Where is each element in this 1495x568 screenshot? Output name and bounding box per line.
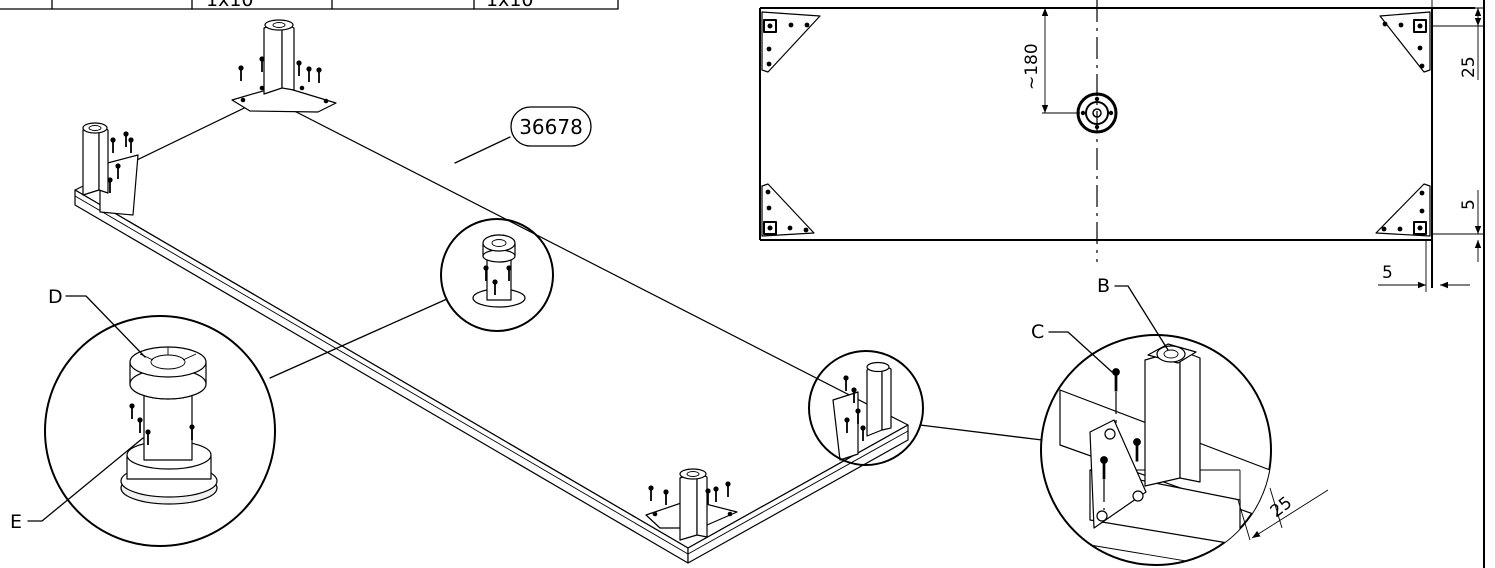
callout-d: D [48,286,146,358]
table-cell-1: 1x10 [206,0,254,11]
corner-bracket-bottom-left [761,183,815,237]
corner-bracket-bottom-right [1375,183,1431,237]
parts-table-fragment: 1x10 1x10 [0,0,619,11]
callout-c: C [1031,321,1113,373]
leg-back-top [231,19,337,113]
callout-d-label: D [48,286,63,308]
detail-circle-large-foot [44,315,276,547]
detail-circle-small-foot [440,218,554,332]
leader-lines [269,136,1043,441]
dim-side-offset: 5 [1382,263,1393,283]
dim-center-offset: ~180 [1022,43,1042,90]
leg-front-bottom [645,468,738,541]
callout-e-label: E [10,511,22,533]
table-cell-2: 1x10 [486,0,534,11]
detail-circle-right-leg [808,350,924,466]
dim-detail-width: 25 [1267,493,1296,522]
top-view: ~180 25 5 5 [759,0,1485,568]
callout-e: E [10,437,144,533]
part-number-label: 36678 [519,115,583,139]
corner-bracket-top-left [761,11,821,73]
callout-c-label: C [1031,321,1044,343]
dim-corner-top: 25 [1459,56,1479,78]
leg-back-left [82,122,139,216]
callout-b: B [1097,275,1169,351]
part-number-balloon: 36678 [510,106,592,147]
dim-corner-bottom: 5 [1459,199,1479,210]
detail-circle-leg-bracket: 25 [1040,334,1329,566]
callout-b-label: B [1097,275,1110,297]
corner-bracket-top-right [1379,11,1431,73]
base-panel-isometric [74,96,909,564]
leg-right [832,361,892,461]
